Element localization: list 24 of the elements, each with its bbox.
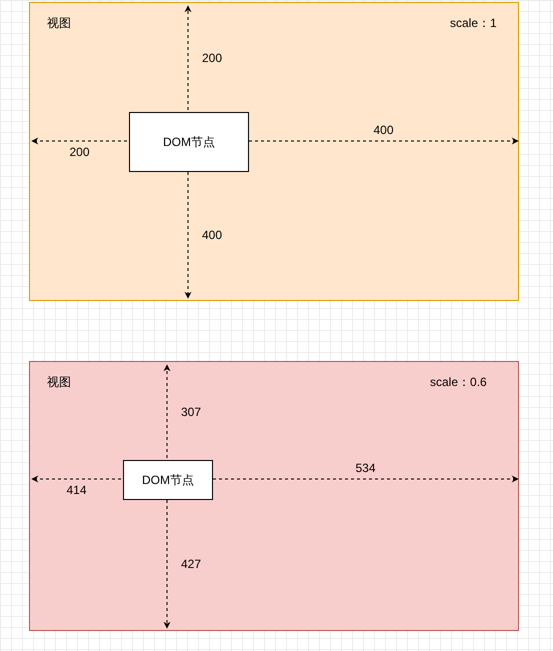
- edge-label: 400: [374, 123, 394, 137]
- panel-title: 视图: [47, 15, 71, 32]
- view-panel: [29, 2, 519, 301]
- arrow: [164, 500, 170, 629]
- edge-label: 200: [202, 51, 222, 65]
- dom-node-box: DOM节点: [129, 112, 249, 172]
- edge-label: 307: [181, 404, 202, 418]
- arrow: [184, 5, 192, 110]
- scale-label: scale：1: [450, 15, 497, 32]
- view-panel: [29, 361, 519, 631]
- edge-label: 534: [356, 461, 376, 475]
- edge-label: 427: [181, 557, 202, 571]
- arrow: [31, 476, 122, 482]
- arrow: [184, 172, 192, 299]
- dom-node-box: DOM节点: [123, 460, 213, 500]
- arrow: [248, 138, 519, 144]
- scale-label: scale：0.6: [430, 374, 487, 391]
- arrow: [212, 476, 519, 482]
- panel-title: 视图: [47, 374, 71, 391]
- edge-label: 414: [66, 483, 87, 497]
- edge-label: 400: [202, 228, 222, 242]
- arrow: [31, 138, 128, 144]
- edge-label: 200: [70, 145, 90, 159]
- arrow: [164, 364, 170, 458]
